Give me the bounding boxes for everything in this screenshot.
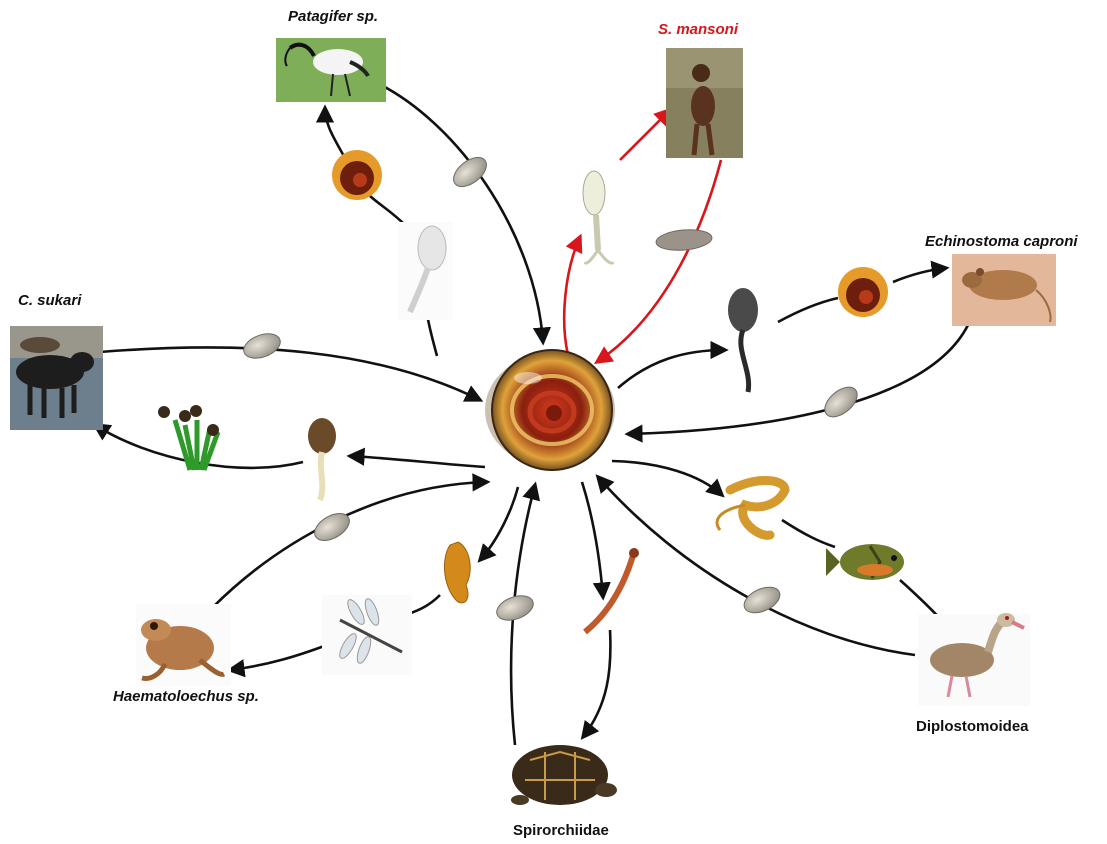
label-sukari: C. sukari xyxy=(18,292,82,309)
egg-icon xyxy=(655,228,713,253)
arrow-redia-to-ibis xyxy=(325,108,345,158)
arrow-frog-to-snail xyxy=(212,482,487,608)
arrow-snail-to-larva-sukari xyxy=(350,456,485,467)
arrow-dragonfly-to-frog xyxy=(230,645,327,670)
egg-icon xyxy=(448,152,491,193)
cercaria-icon xyxy=(717,481,785,536)
redia-icon xyxy=(838,267,888,317)
label-echinostoma: Echinostoma caproni xyxy=(925,233,1078,250)
arrow-cercaria-to-dragonfly-haema xyxy=(408,595,440,614)
redia-icon xyxy=(332,150,382,200)
arrow-snail-to-cercaria-spiro xyxy=(582,482,603,597)
redia-icon xyxy=(444,542,470,603)
arrow-cercaria-to-human xyxy=(620,110,670,160)
arrow-cattle-to-snail xyxy=(100,347,480,400)
label-mansoni: S. mansoni xyxy=(658,21,739,38)
label-spirorchiidae: Spirorchiidae xyxy=(513,822,609,839)
mouse-icon xyxy=(952,254,1056,326)
arrow-mouse-to-snail xyxy=(628,325,968,434)
arrow-redia-to-mouse xyxy=(893,268,946,282)
cattle-icon xyxy=(10,326,103,430)
egg-icon xyxy=(493,591,536,625)
cercaria-icon xyxy=(583,171,613,263)
duck-icon xyxy=(918,613,1030,706)
cercaria-icon xyxy=(728,288,758,392)
fish-icon xyxy=(826,544,904,580)
label-diplostomoidea: Diplostomoidea xyxy=(916,718,1029,735)
arrow-snail-to-cercaria-diplo xyxy=(612,461,722,495)
frog-icon xyxy=(136,604,231,686)
arrow-cercaria-to-fish xyxy=(782,520,835,547)
snail-shell-icon xyxy=(485,350,615,470)
arrow-snail-to-cercaria-mansoni xyxy=(564,237,580,355)
ibis-icon xyxy=(276,38,386,102)
dragonfly-icon xyxy=(322,595,412,675)
arrow-cercaria-to-redia-echino xyxy=(778,298,838,322)
metacercaria-icon xyxy=(308,418,336,500)
arrow-snail-to-cercaria-echino xyxy=(618,350,725,388)
cercaria-icon xyxy=(398,222,453,320)
plant-icon xyxy=(158,405,219,470)
label-haematoloechus: Haematoloechus sp. xyxy=(113,688,259,705)
arrow-human-to-snail xyxy=(597,160,721,362)
arrow-cercaria-to-redia-patagifer xyxy=(370,196,405,225)
egg-icon xyxy=(240,329,283,363)
arrow-cercaria-to-turtle xyxy=(583,630,610,737)
turtle-icon xyxy=(511,745,617,805)
child-icon xyxy=(666,48,743,158)
label-patagifer: Patagifer sp. xyxy=(288,8,378,25)
arrow-snail-to-cercaria-haema xyxy=(480,487,518,560)
cercaria-icon xyxy=(585,548,639,632)
